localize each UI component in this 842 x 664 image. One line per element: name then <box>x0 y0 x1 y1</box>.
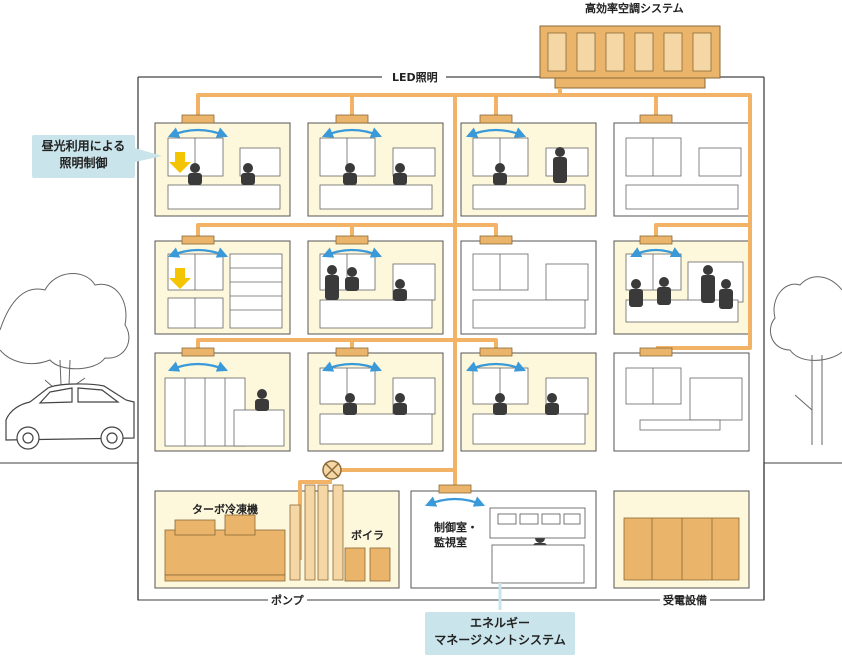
ems-callout-line1: エネルギー <box>469 616 530 630</box>
ground-line <box>0 462 842 601</box>
daylight-arrows <box>169 152 191 289</box>
power-receiving-panel <box>623 517 740 581</box>
boiler-equipment <box>344 547 391 582</box>
boiler-label: ボイラ <box>351 529 384 542</box>
control-console <box>489 507 586 584</box>
turbo-chiller-label: ターボ冷凍機 <box>192 503 258 516</box>
valve-icon <box>322 460 342 480</box>
pump-label: ポンプ <box>268 595 307 606</box>
ems-callout: エネルギー マネージメントシステム <box>425 612 575 655</box>
daylight-control-callout: 昼光利用による 照明制御 <box>32 135 135 178</box>
pipes <box>289 484 344 581</box>
room-furnishings <box>164 137 744 447</box>
power-receiving-label: 受電設備 <box>660 595 710 606</box>
car-icon <box>5 383 135 450</box>
daylight-callout-line2: 照明制御 <box>59 156 108 170</box>
ems-callout-line2: マネージメントシステム <box>434 633 566 647</box>
ceiling-diffusers <box>181 114 673 494</box>
daylight-callout-line1: 昼光利用による <box>41 139 126 153</box>
led-lighting-label: LED照明 <box>389 72 441 83</box>
airflow-arrows <box>167 127 682 507</box>
tree-right <box>770 276 842 445</box>
control-room-line2: 監視室 <box>434 536 467 549</box>
hvac-system-label: 高効率空調システム <box>585 2 684 15</box>
building-outline <box>137 76 765 600</box>
control-room-label: 制御室・ 監視室 <box>434 520 478 550</box>
control-room-line1: 制御室・ <box>434 521 478 534</box>
callout-pointer <box>135 148 162 162</box>
turbo-chiller-equipment <box>164 514 286 582</box>
hvac-units <box>539 25 721 89</box>
